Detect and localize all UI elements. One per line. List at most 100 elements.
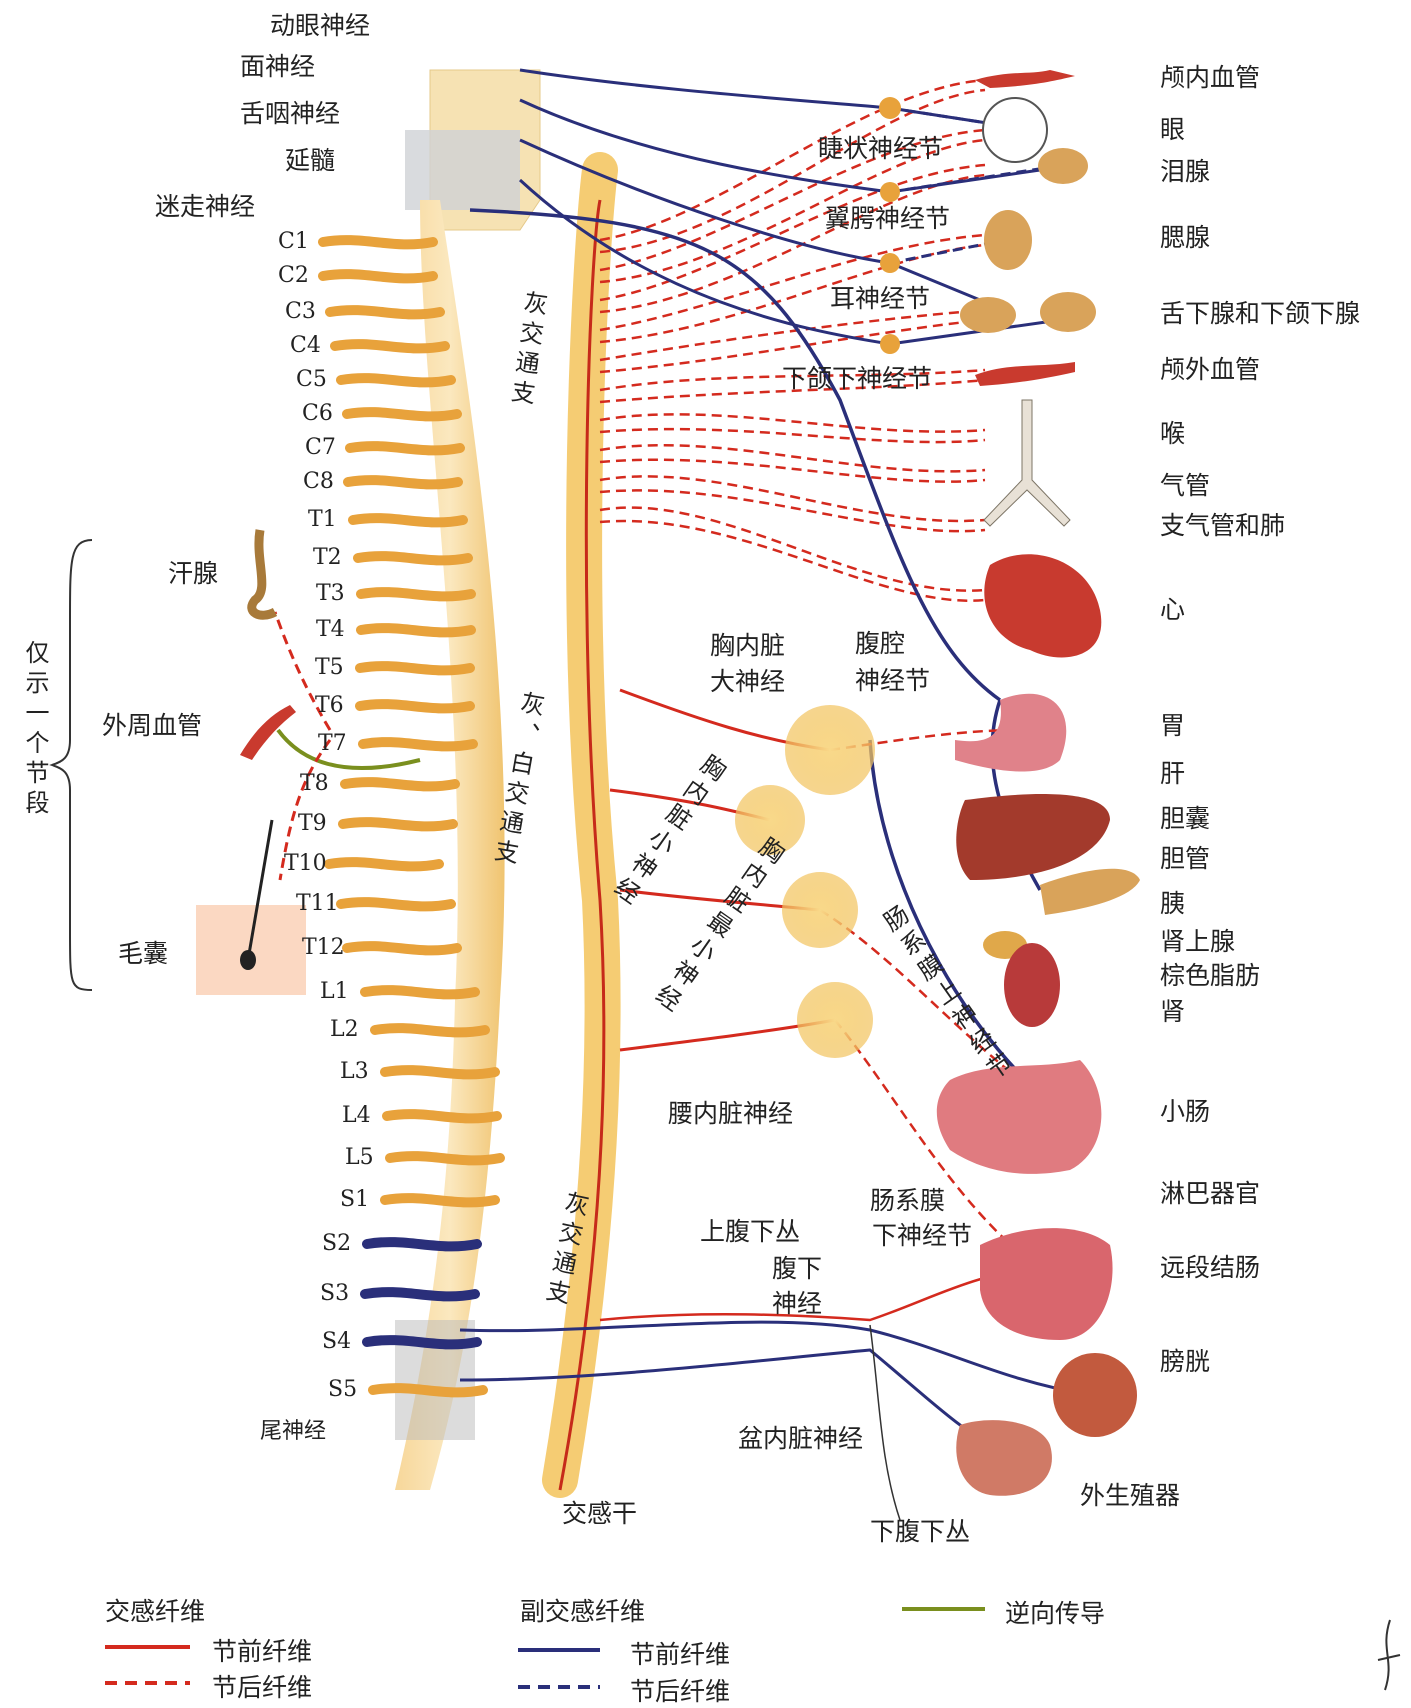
label-facial: 面神经 xyxy=(240,53,315,81)
label-vagus: 迷走神经 xyxy=(155,193,255,221)
segment-label: C2 xyxy=(278,264,309,288)
parotid-illustration xyxy=(984,210,1032,270)
postganglionic-fiber xyxy=(600,310,985,360)
postganglionic-fiber xyxy=(600,476,985,521)
organ-label: 淋巴器官 xyxy=(1160,1180,1260,1208)
segment-label: S2 xyxy=(322,1232,351,1256)
segment-label: T7 xyxy=(318,732,347,756)
sweat-gland-illustration xyxy=(252,530,275,615)
label-celiac-1: 腹腔 xyxy=(855,630,905,658)
organ-label: 颅内血管 xyxy=(1160,64,1260,92)
segment-label: T11 xyxy=(296,892,339,916)
postganglionic-fiber xyxy=(600,235,985,330)
legend-para-pre: 节前纤维 xyxy=(630,1635,730,1671)
postganglionic-fiber xyxy=(600,508,985,591)
label-inferior-hypogastric: 下腹下丛 xyxy=(870,1518,970,1546)
organ-label: 棕色脂肪 xyxy=(1160,962,1260,990)
pancreas-illustration xyxy=(1040,869,1140,915)
segment-label: C4 xyxy=(290,334,321,358)
organ-label: 外生殖器 xyxy=(1080,1482,1180,1510)
segment-label: L5 xyxy=(345,1146,374,1170)
spinal-nerve-root xyxy=(365,990,475,994)
spinal-nerve-root xyxy=(385,1070,495,1074)
spinal-nerve-root xyxy=(348,480,458,484)
spinal-nerve-root xyxy=(373,1388,483,1392)
label-sweat-gland: 汗腺 xyxy=(168,560,218,588)
spinal-nerve-root xyxy=(387,1114,497,1118)
label-sympathetic-trunk: 交感干 xyxy=(562,1500,637,1528)
organ-label: 胆管 xyxy=(1160,845,1210,873)
organ-label: 肝 xyxy=(1160,760,1185,788)
segment-label: L1 xyxy=(320,980,349,1004)
postganglionic-fiber xyxy=(600,521,985,601)
legend-sym-pre: 节前纤维 xyxy=(212,1632,312,1668)
legend-parasympathetic-title: 副交感纤维 xyxy=(520,1592,645,1628)
spinal-nerve-root xyxy=(361,628,471,632)
label-hypogastric-1: 腹下 xyxy=(772,1255,822,1283)
spinal-nerve-root xyxy=(367,1242,477,1246)
spinal-nerve-root xyxy=(323,240,433,244)
superior-mesenteric-ganglion xyxy=(782,872,858,948)
label-otic-ganglion: 耳神经节 xyxy=(830,285,930,313)
segment-label: T10 xyxy=(284,852,327,876)
medulla-region xyxy=(405,130,520,210)
spinal-nerve-root xyxy=(367,1340,477,1344)
legend-sym-post: 节后纤维 xyxy=(212,1668,312,1704)
genitalia-illustration xyxy=(956,1420,1052,1496)
label-submandibular-ganglion: 下颌下神经节 xyxy=(782,365,932,393)
heart-illustration xyxy=(984,554,1101,657)
liver-illustration xyxy=(956,794,1110,880)
segment-label: T4 xyxy=(316,618,345,642)
spinal-nerve-root xyxy=(358,556,468,560)
organ-label: 胆囊 xyxy=(1160,805,1210,833)
organ-label: 泪腺 xyxy=(1160,158,1210,186)
spinal-nerve-root xyxy=(365,1292,475,1296)
organ-label: 心 xyxy=(1160,596,1185,624)
inferior-mesenteric-ganglion xyxy=(797,982,873,1058)
preganglionic-fiber xyxy=(520,70,1000,125)
bladder-illustration xyxy=(1053,1353,1137,1437)
organ-label: 膀胱 xyxy=(1160,1348,1210,1376)
submandibular-ganglion-dot xyxy=(880,334,900,354)
extracranial-vessel-illustration xyxy=(975,362,1075,386)
trachea-illustration xyxy=(984,400,1070,526)
label-ciliary-ganglion: 睫状神经节 xyxy=(818,135,943,163)
spinal-nerve-root xyxy=(330,310,440,314)
small-intestine-illustration xyxy=(937,1060,1102,1174)
segment-label: C8 xyxy=(303,470,334,494)
spinal-nerve-root xyxy=(360,704,470,708)
organ-label: 舌下腺和下颌下腺 xyxy=(1160,300,1360,328)
sublingual-gland-illustration xyxy=(960,297,1016,333)
label-glossopharyngeal: 舌咽神经 xyxy=(240,100,340,128)
segment-label: T12 xyxy=(302,936,345,960)
label-oculomotor: 动眼神经 xyxy=(270,12,370,40)
label-medulla: 延髓 xyxy=(285,147,335,175)
spinal-nerve-root xyxy=(353,518,463,522)
segment-label: T5 xyxy=(315,656,344,680)
segment-label: T3 xyxy=(316,582,345,606)
legend-sympathetic-title: 交感纤维 xyxy=(105,1592,205,1628)
spinal-nerve-root xyxy=(347,946,457,950)
label-lumbar-splanchnic: 腰内脏神经 xyxy=(668,1100,793,1128)
intracranial-vessel-illustration xyxy=(975,70,1075,88)
label-pelvic-splanchnic: 盆内脏神经 xyxy=(738,1425,863,1453)
segment-label: S4 xyxy=(322,1330,351,1354)
spinal-nerve-root xyxy=(375,1028,485,1032)
spinal-nerve-root xyxy=(363,742,473,746)
ciliary-ganglion-dot xyxy=(879,97,901,119)
organ-label: 颅外血管 xyxy=(1160,356,1260,384)
organ-label: 支气管和肺 xyxy=(1160,512,1285,540)
colon-illustration xyxy=(980,1228,1113,1340)
spinal-nerve-root xyxy=(360,666,470,670)
pterygopalatine-ganglion-dot xyxy=(880,182,900,202)
postganglionic-fiber xyxy=(600,445,985,471)
stomach-illustration xyxy=(955,694,1066,772)
organ-label: 远段结肠 xyxy=(1160,1254,1260,1282)
spinal-nerve-root xyxy=(341,378,451,382)
spinal-nerve-root xyxy=(361,592,471,596)
segment-label: S1 xyxy=(340,1188,369,1212)
organ-label: 喉 xyxy=(1160,420,1185,448)
label-one-segment: 仅示一个节段 xyxy=(18,640,53,820)
segment-label: C1 xyxy=(278,230,309,254)
segment-label: T2 xyxy=(313,546,342,570)
